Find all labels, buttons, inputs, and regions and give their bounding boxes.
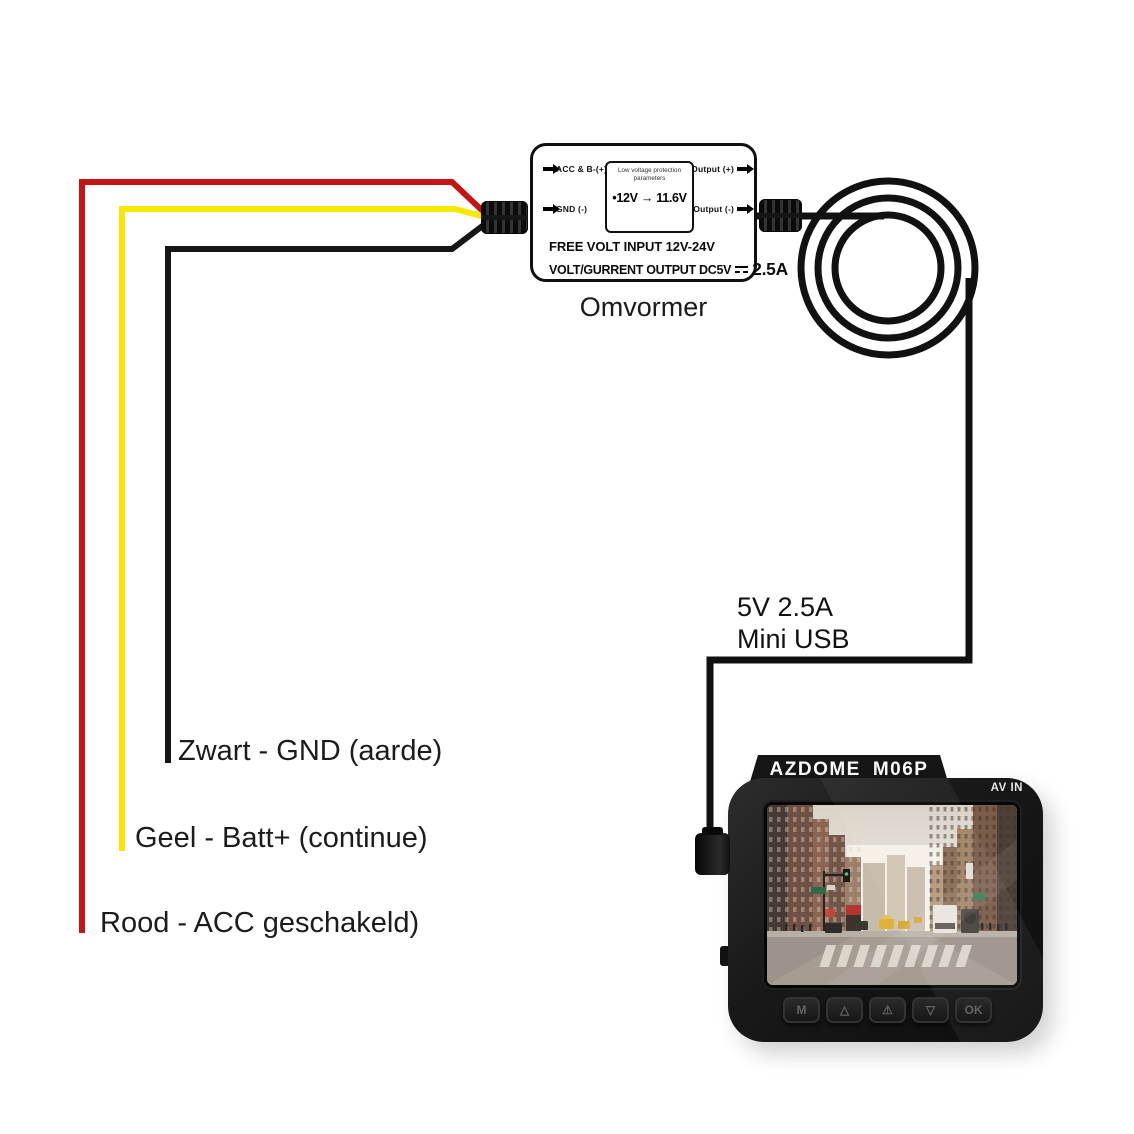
brand-logo: AZDOME (769, 759, 861, 780)
port-output-minus: Output (-) (693, 202, 754, 216)
traffic-light (811, 869, 850, 931)
av-in-label: AV IN (990, 782, 1023, 794)
dashcam: AV IN (728, 778, 1043, 1042)
screen-image (767, 805, 1017, 985)
mini-usb-plug (695, 827, 730, 875)
voltage-converter: ACC & B-(+) GND (-) Output (+) Output (-… (530, 143, 788, 282)
usb-type: Mini USB (737, 624, 850, 654)
usb-cable-label: 5V 2.5A Mini USB (737, 591, 850, 655)
distant-buildings (863, 855, 925, 933)
usb-spec: 5V 2.5A (737, 592, 834, 622)
port-gnd: GND (-) (543, 202, 587, 216)
yellow-wire (119, 206, 490, 851)
red-wire (79, 179, 492, 933)
model-number: M06P (872, 759, 929, 780)
coiled-cable (797, 177, 979, 359)
spec-output-label: VOLT/GURRENT OUTPUT DC5V (549, 262, 732, 277)
spec-output-value: 2.5A (752, 259, 788, 279)
port-output-plus-label: Output (+) (691, 164, 734, 174)
menu-button[interactable]: M (783, 997, 820, 1023)
arrow-right-icon (737, 203, 754, 214)
black-wire (165, 218, 491, 763)
usb-cable (706, 278, 973, 840)
pedestrians (785, 923, 1008, 932)
red-wire-label: Rood - ACC geschakeld) (100, 907, 420, 939)
ok-button[interactable]: OK (955, 997, 992, 1023)
spec-output: VOLT/GURRENT OUTPUT DC5V 2.5A (549, 259, 788, 280)
camera-buttons: M △ ⚠ ▽ OK (783, 997, 992, 1023)
down-button[interactable]: ▽ (912, 997, 949, 1023)
arrow-right-icon (737, 163, 754, 174)
up-button[interactable]: △ (826, 997, 863, 1023)
port-acc: ACC & B-(+) (543, 162, 607, 176)
port-output-plus: Output (+) (691, 162, 754, 176)
port-output-minus-label: Output (-) (693, 204, 734, 214)
protection-title: Low voltage protection parameters (617, 167, 681, 182)
vehicles (825, 905, 979, 933)
spec-input: FREE VOLT INPUT 12V-24V (549, 239, 715, 254)
converter-caption: Omvormer (579, 292, 708, 322)
crosswalk (819, 945, 973, 967)
input-plug (481, 201, 528, 234)
arrow-right-icon (543, 203, 560, 214)
low-voltage-protection-box: Low voltage protection parameters •12V →… (605, 161, 694, 233)
output-plug (759, 199, 802, 232)
port-gnd-label: GND (-) (556, 204, 588, 214)
camera-screen (767, 805, 1017, 985)
yellow-wire-label: Geel - Batt+ (continue) (135, 822, 428, 854)
emergency-button[interactable]: ⚠ (869, 997, 906, 1023)
arrow-right-icon (543, 163, 560, 174)
port-acc-label: ACC & B-(+) (556, 164, 608, 174)
camera-side-button[interactable] (720, 946, 730, 966)
black-wire-label: Zwart - GND (aarde) (178, 735, 443, 767)
protection-value: •12V → 11.6V (612, 191, 687, 205)
dc-symbol-icon (734, 265, 749, 276)
